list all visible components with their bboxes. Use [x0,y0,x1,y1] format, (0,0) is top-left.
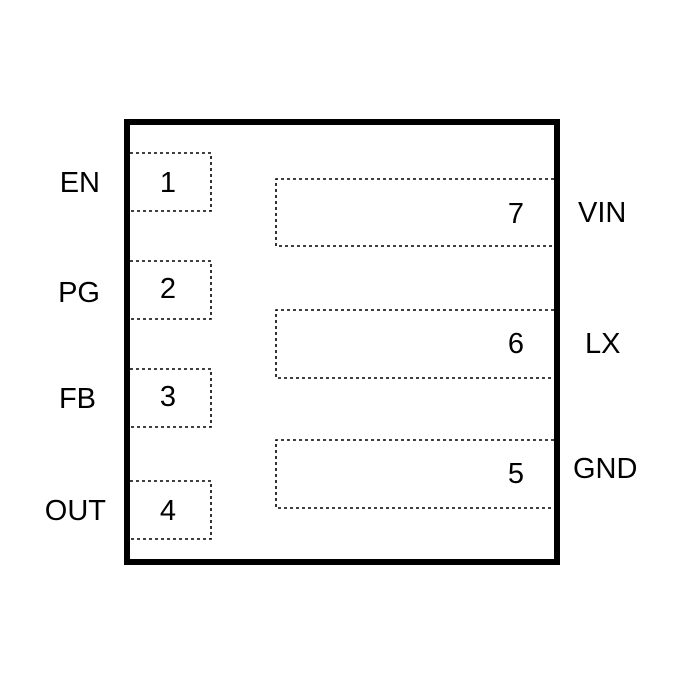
pin-number-6: 6 [508,328,524,360]
pin-label-fb: FB [59,383,96,415]
left-pin-4: 4 OUT [45,480,212,540]
pin-number-7: 7 [508,198,524,230]
pad-outline-4 [130,480,212,540]
right-pin-5: 5 GND [275,439,637,509]
pin-number-4: 4 [160,495,176,527]
pad-outline-3 [130,368,212,428]
pad-outline-6 [275,309,554,379]
right-pin-6: 6 LX [275,309,620,379]
pin-label-lx: LX [585,328,620,360]
package-body-outline [124,119,560,565]
pad-outline-2 [130,260,212,320]
pin-label-out: OUT [45,495,107,527]
left-pin-3: 3 FB [59,368,212,428]
right-pin-7: 7 VIN [275,178,626,247]
left-pin-1: 1 EN [60,152,212,212]
pad-outline-7 [275,178,554,247]
pad-outline-1 [130,152,212,212]
pin-number-3: 3 [160,381,176,413]
pin-label-pg: PG [58,277,100,309]
pin-number-1: 1 [160,167,176,199]
pin-number-2: 2 [160,273,176,305]
pin-label-vin: VIN [578,197,626,229]
pin-label-en: EN [60,167,100,199]
pin-number-5: 5 [508,458,524,490]
pad-outline-5 [275,439,554,509]
left-pin-2: 2 PG [58,260,212,320]
pin-label-gnd: GND [573,453,637,485]
